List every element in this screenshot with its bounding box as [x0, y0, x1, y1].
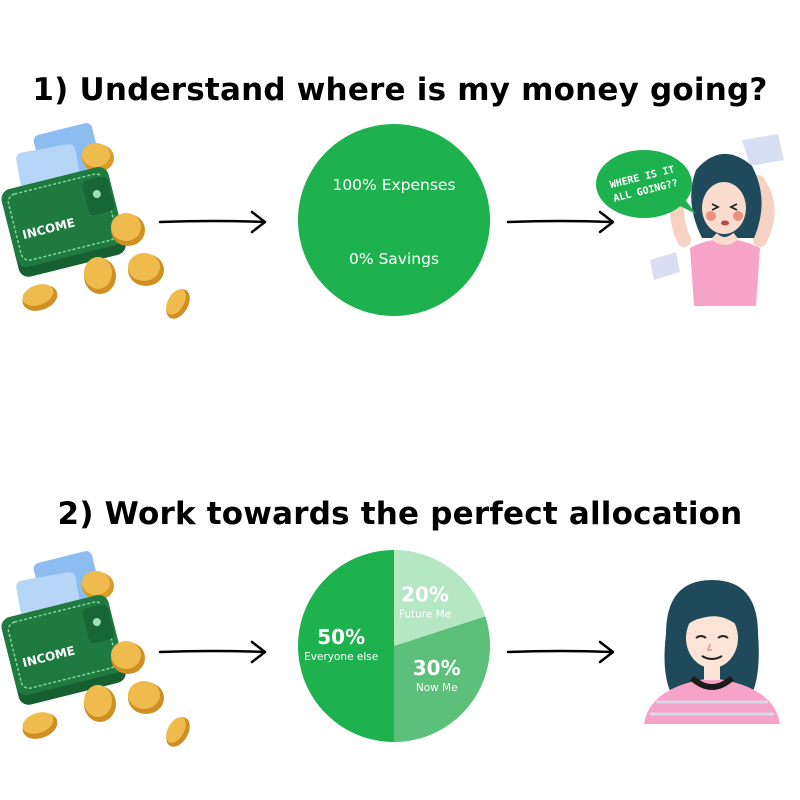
expenses-circle: 100% Expenses 0% Savings — [298, 124, 490, 316]
pie-category-label: Everyone else — [304, 651, 378, 663]
arrow-icon — [506, 210, 615, 234]
pie-value-label: 20% — [401, 582, 449, 606]
pie-value-label: 30% — [413, 656, 461, 680]
happy-woman-illustration — [644, 580, 780, 724]
arrow-icon — [158, 640, 267, 664]
circle-line2: 0% Savings — [349, 250, 439, 268]
pie-value-label: 50% — [317, 625, 365, 649]
income-wallet-illustration: INCOME — [1, 123, 190, 319]
pie-category-label: Now Me — [416, 682, 458, 694]
arrow-icon — [158, 210, 267, 234]
circle-line1: 100% Expenses — [332, 176, 455, 194]
section2-heading: 2) Work towards the perfect allocation — [57, 496, 743, 532]
arrow-icon — [506, 640, 615, 664]
income-wallet-illustration: INCOME — [1, 551, 190, 747]
allocation-pie-chart: 20% Future Me 30% Now Me 50% Everyone else — [298, 550, 490, 742]
stressed-woman-illustration: WHERE IS IT ALL GOING?? — [596, 134, 784, 306]
section1-heading: 1) Understand where is my money going? — [32, 72, 768, 108]
pie-slice-future-me — [394, 550, 486, 646]
pie-slice-now-me — [394, 616, 490, 742]
pie-slice-everyone-else — [298, 550, 394, 742]
pie-category-label: Future Me — [399, 608, 451, 620]
